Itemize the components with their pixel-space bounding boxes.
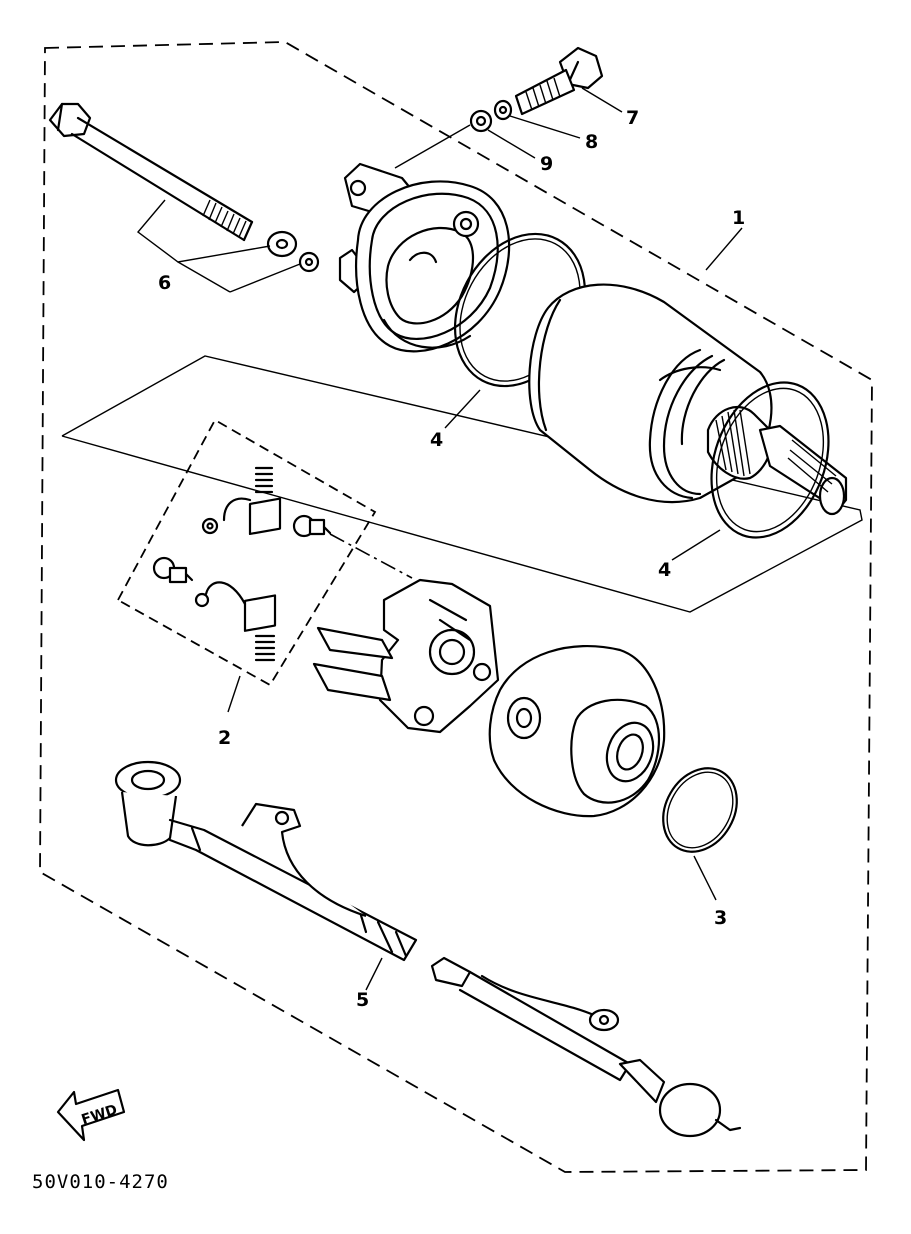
spring-upper [254, 466, 274, 494]
callout-7: 7 [626, 107, 639, 129]
through-bolt [48, 102, 254, 242]
lead-wire-assembly [114, 760, 418, 962]
callout-8: 8 [585, 131, 598, 153]
callout-3: 3 [714, 907, 727, 929]
o-ring-lower [710, 381, 830, 539]
callout-1: 1 [732, 207, 745, 229]
starter-cable [430, 956, 742, 1138]
callout-2: 2 [218, 727, 231, 749]
armature-group-boundary [61, 355, 863, 613]
terminal-nut-lower [152, 556, 194, 584]
terminal-nut-upper [292, 514, 332, 538]
callout-6: 6 [158, 272, 171, 294]
brush-upper [201, 497, 282, 536]
washer [266, 230, 298, 258]
plain-washer [469, 109, 493, 133]
callout-9: 9 [540, 153, 553, 175]
spring-lower [254, 634, 276, 662]
spring-washer [493, 99, 513, 121]
callout-6-leader [136, 199, 271, 263]
front-cover [488, 644, 666, 818]
rear-cover [338, 162, 511, 353]
mounting-bolt [514, 46, 604, 116]
assembly-boundary [39, 41, 873, 1173]
brush-set-boundary [116, 418, 377, 687]
o-ring-front [662, 767, 738, 853]
callout-5: 5 [356, 989, 369, 1011]
callout-4-lower: 4 [658, 559, 671, 581]
brush-holder [312, 578, 500, 734]
lock-washer [298, 251, 320, 273]
callout-4-upper: 4 [430, 429, 443, 451]
drawing-code: 50V010-4270 [32, 1171, 169, 1193]
direction-arrow: FWD [56, 1088, 126, 1142]
armature-shaft [706, 405, 848, 516]
brush-lower [194, 581, 277, 632]
